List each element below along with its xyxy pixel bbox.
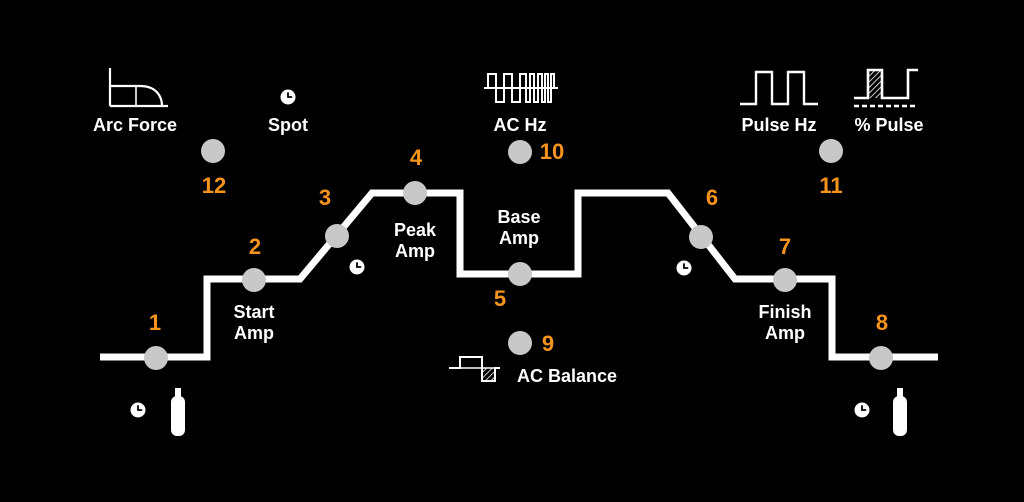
- label-start-amp-line1: Start: [233, 302, 274, 322]
- gas-cylinder-icon: [893, 388, 907, 436]
- setpoint-8[interactable]: [869, 346, 893, 370]
- clock-icon: [348, 258, 366, 276]
- gas-cylinder-icon: [171, 388, 185, 436]
- number-7: 7: [779, 234, 791, 259]
- setpoint-11-pulse[interactable]: [819, 139, 843, 163]
- ac-balance-icon: [449, 356, 500, 382]
- pulse-wave-icon: [740, 70, 818, 106]
- setpoint-1[interactable]: [144, 346, 168, 370]
- number-10: 10: [540, 139, 564, 164]
- label-finish-amp-line1: Finish: [759, 302, 812, 322]
- setpoint-10-ac-hz[interactable]: [508, 140, 532, 164]
- label-ac-balance: AC Balance: [517, 366, 617, 386]
- label-base-amp-line1: Base: [497, 207, 540, 227]
- percent-pulse-icon: [854, 68, 918, 108]
- label-arc-force: Arc Force: [93, 115, 177, 135]
- clock-icon: [279, 88, 297, 106]
- setpoint-7-finish-amp[interactable]: [773, 268, 797, 292]
- number-2: 2: [249, 234, 261, 259]
- setpoint-3[interactable]: [325, 224, 349, 248]
- setpoint-2-start-amp[interactable]: [242, 268, 266, 292]
- setpoint-12-arc-force[interactable]: [201, 139, 225, 163]
- ac-wave-icon: [484, 73, 558, 103]
- setpoint-5-base-amp[interactable]: [508, 262, 532, 286]
- label-peak-amp-line2: Amp: [395, 241, 435, 261]
- label-start-amp-line2: Amp: [234, 323, 274, 343]
- number-8: 8: [876, 310, 888, 335]
- number-9: 9: [542, 331, 554, 356]
- number-4: 4: [410, 145, 423, 170]
- number-12: 12: [202, 173, 226, 198]
- clock-icon: [853, 401, 871, 419]
- setpoint-9-ac-balance[interactable]: [508, 331, 532, 355]
- clock-icon: [675, 259, 693, 277]
- number-5: 5: [494, 286, 506, 311]
- number-6: 6: [706, 185, 718, 210]
- label-peak-amp-line1: Peak: [394, 220, 437, 240]
- number-1: 1: [149, 310, 161, 335]
- clock-icon: [129, 401, 147, 419]
- number-11: 11: [819, 173, 842, 198]
- label-base-amp-line2: Amp: [499, 228, 539, 248]
- setpoint-6[interactable]: [689, 225, 713, 249]
- label-ac-hz: AC Hz: [494, 115, 547, 135]
- setpoint-4-peak-amp[interactable]: [403, 181, 427, 205]
- arc-force-icon: [108, 68, 168, 108]
- label-finish-amp-line2: Amp: [765, 323, 805, 343]
- label-spot: Spot: [268, 115, 308, 135]
- number-3: 3: [319, 185, 331, 210]
- label-pulse-hz: Pulse Hz: [741, 115, 816, 135]
- label-percent-pulse: % Pulse: [854, 115, 923, 135]
